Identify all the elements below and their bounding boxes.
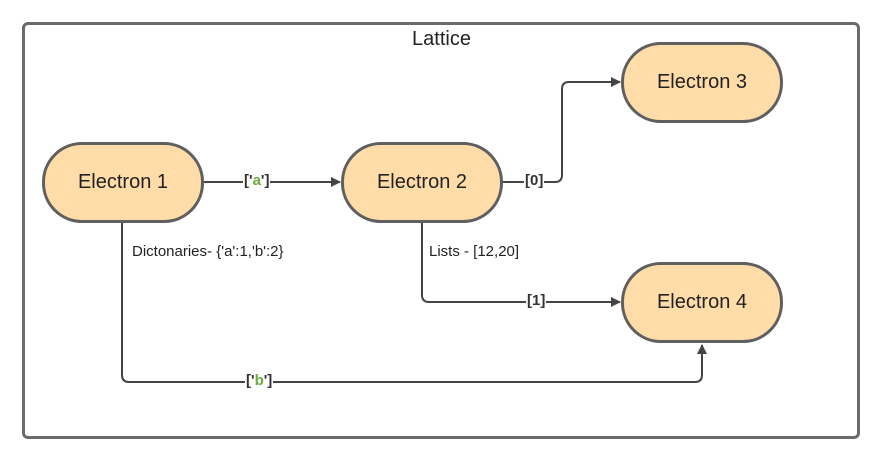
edge-label-e1-e4: ['b'] — [245, 372, 274, 389]
node-electron-2[interactable]: Electron 2 — [341, 142, 503, 223]
edge-label-e2-e4: [1] — [526, 292, 547, 309]
edge-label-open: [' — [244, 172, 253, 189]
node-electron-4[interactable]: Electron 4 — [621, 262, 783, 343]
edge-label-e1-e2: ['a'] — [243, 172, 271, 189]
edge-e2-e4 — [421, 222, 621, 307]
edge-label-open: [' — [246, 372, 255, 389]
node-electron-1[interactable]: Electron 1 — [42, 142, 204, 223]
edge-label-close: '] — [263, 372, 273, 389]
edge-e1-e4 — [121, 222, 707, 383]
edge-key-b: b — [254, 372, 264, 389]
edge-e2-e3 — [502, 77, 621, 183]
edge-label-e2-e3: [0] — [524, 172, 545, 189]
node-electron-3[interactable]: Electron 3 — [621, 42, 783, 123]
dictionaries-note: Dictonaries- {'a':1,'b':2} — [130, 243, 286, 260]
lists-note: Lists - [12,20] — [427, 243, 522, 260]
edge-key-a: a — [252, 172, 261, 189]
diagram-title: Lattice — [412, 28, 471, 50]
edge-label-close: '] — [260, 172, 270, 189]
lattice-frame — [22, 22, 860, 439]
